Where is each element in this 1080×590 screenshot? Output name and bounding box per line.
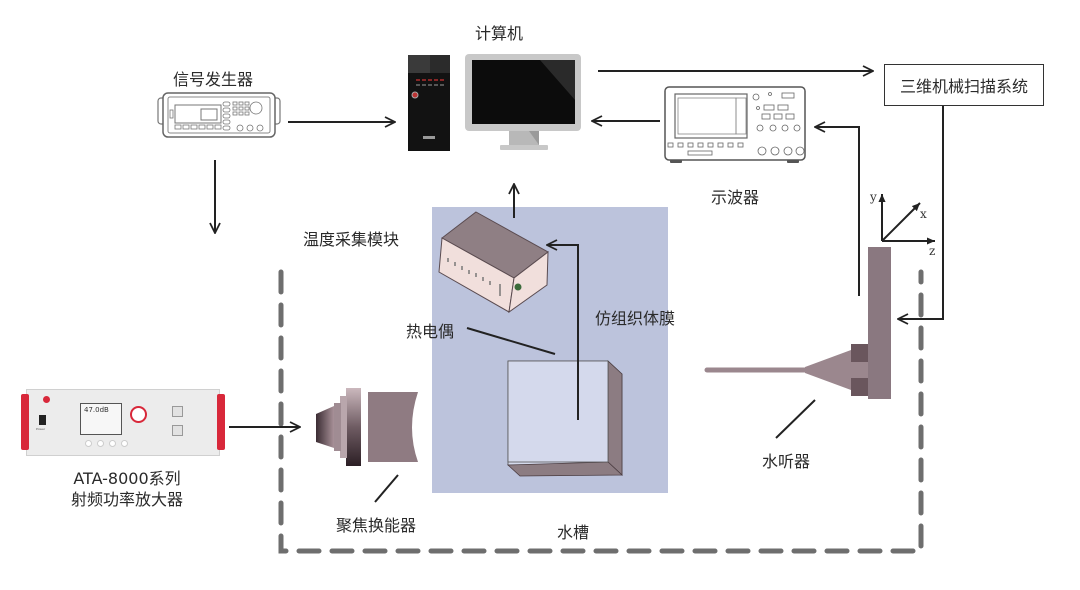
amp-screen: 47.0dB [80,403,122,435]
tissue-phantom-block [507,360,624,477]
hydrophone-device [704,247,891,399]
amp-connector-bottom [172,425,183,436]
amp-button[interactable] [109,440,116,447]
oscilloscope-label: 示波器 [711,188,760,207]
axis-x-label: x [920,207,927,221]
amp-power-label: Power [36,427,46,431]
amplifier-label-line1: ATA-8000系列 [73,469,181,488]
amp-logo-icon [43,396,50,403]
signal-generator-label: 信号发生器 [173,70,254,89]
arrow-hydrophone-to-oscilloscope [815,127,860,296]
scanning-system-label: 三维机械扫描系统 [899,77,1028,96]
amp-button[interactable] [97,440,104,447]
rf-power-amplifier-device: Power 47.0dB [21,389,225,456]
temperature-module-device [438,211,549,314]
amplifier-label-line2: 射频功率放大器 [70,490,183,509]
tissue-phantom-label: 仿组织体膜 [595,309,676,328]
amp-screen-reading: 47.0dB [84,406,109,414]
amp-buttons [85,440,128,447]
amp-connector-top [172,406,183,417]
temperature-module-label: 温度采集模块 [303,230,400,249]
water-tank-label: 水槽 [557,523,590,542]
computer-tower [408,55,450,151]
water-tank-border [278,269,924,554]
leader-hydrophone [775,399,816,439]
amp-power-switch[interactable] [39,415,46,425]
amp-knob[interactable] [130,406,147,423]
hydrophone-label: 水听器 [762,452,811,471]
focused-transducer-label: 聚焦换能器 [336,516,417,535]
signal-generator-device [157,92,281,138]
amp-handle-right [217,394,225,450]
arrow-scanner-to-hydrophone [898,106,944,319]
scanning-system-box: 三维机械扫描系统 [884,64,1044,106]
leader-transducer [374,474,399,503]
amp-button[interactable] [121,440,128,447]
computer-label: 计算机 [475,24,524,43]
computer-monitor [465,54,581,150]
axis-y-label: y [870,190,877,204]
coordinate-axes [878,194,935,245]
amp-button[interactable] [85,440,92,447]
leader-thermocouple [466,327,556,355]
amp-handle-left [21,394,29,450]
oscilloscope-device [664,86,806,163]
focused-transducer [316,388,418,466]
thermocouple-label: 热电偶 [406,322,455,341]
arrow-phantom-to-module [547,245,579,420]
axis-z-label: z [929,244,936,258]
